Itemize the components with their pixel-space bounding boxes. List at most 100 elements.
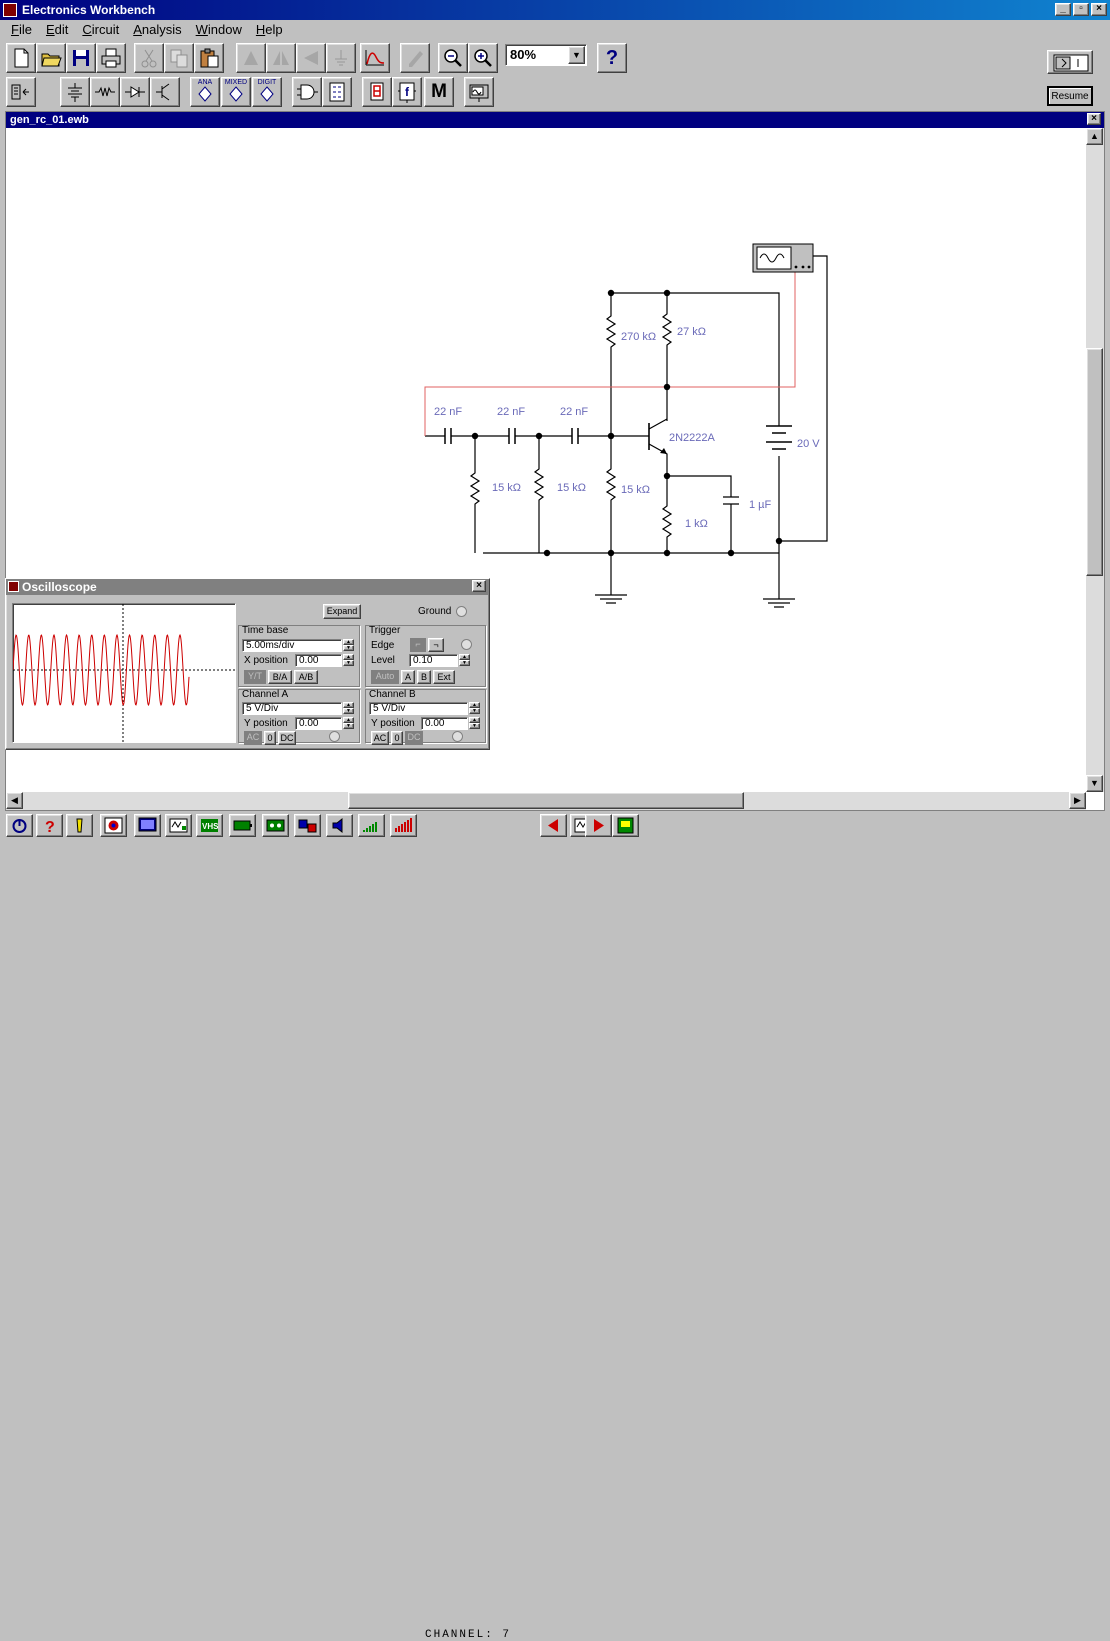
new-button[interactable] (6, 43, 36, 73)
previous-button[interactable] (540, 814, 567, 837)
screen-button[interactable] (134, 814, 161, 837)
channel-b-ypos-field[interactable]: 0.00 (421, 717, 468, 730)
speaker-button[interactable] (326, 814, 353, 837)
oscilloscope-titlebar[interactable]: Oscilloscope × (6, 579, 489, 595)
digital-button[interactable] (322, 77, 352, 107)
vhs-button[interactable]: VHS (196, 814, 223, 837)
paste-button[interactable] (194, 43, 224, 73)
power-button[interactable] (6, 814, 33, 837)
circuit-canvas[interactable]: 22 nF 22 nF 22 nF 15 kΩ 15 kΩ 15 kΩ 270 … (6, 128, 1084, 792)
rotate-button[interactable] (236, 43, 266, 73)
menu-window[interactable]: Window (195, 22, 242, 37)
scroll-down-button[interactable]: ▼ (1086, 775, 1103, 792)
chevron-down-icon[interactable]: ▼ (568, 46, 585, 64)
document-close-button[interactable]: × (1087, 113, 1101, 125)
horizontal-scrollbar[interactable]: ◀ ▶ (6, 792, 1086, 810)
channel-a-ypos-spinner[interactable]: ▲▼ (343, 717, 354, 730)
save-button[interactable] (66, 43, 96, 73)
battery-tool-button[interactable] (229, 814, 256, 837)
app-icon[interactable] (3, 3, 17, 17)
diodes-bin-button[interactable] (120, 77, 150, 107)
flip-vertical-button[interactable] (296, 43, 326, 73)
scroll-right-button[interactable]: ▶ (1069, 792, 1086, 809)
channel-a-ypos-field[interactable]: 0.00 (295, 717, 342, 730)
menu-circuit[interactable]: Circuit (82, 22, 120, 37)
channel-a-dc-button[interactable]: DC (278, 731, 296, 745)
timebase-field[interactable]: 5.00ms/div (242, 639, 342, 652)
create-subcircuit-button[interactable] (360, 43, 390, 73)
open-button[interactable] (36, 43, 66, 73)
app-titlebar[interactable]: Electronics Workbench _ ▫ × (0, 0, 1110, 20)
vertical-scrollbar[interactable]: ▲ ▼ (1086, 128, 1104, 792)
zoom-out-button[interactable] (438, 43, 468, 73)
scope-tool-button[interactable] (165, 814, 192, 837)
trigger-terminal[interactable] (461, 639, 472, 650)
channel-b-dc-button[interactable]: DC (405, 731, 423, 745)
record-button[interactable] (100, 814, 127, 837)
horizontal-scroll-thumb[interactable] (348, 792, 744, 809)
help-tool-button[interactable]: ? (36, 814, 63, 837)
flip-horizontal-button[interactable] (266, 43, 296, 73)
mixed-ics-button[interactable]: MIXED (221, 77, 251, 107)
level-meter-button[interactable] (358, 814, 385, 837)
copy-button[interactable] (164, 43, 194, 73)
rising-edge-button[interactable]: ⌐ (410, 638, 426, 652)
channel-b-scale-field[interactable]: 5 V/Div (369, 702, 468, 715)
resume-button[interactable]: Resume (1047, 86, 1093, 106)
channel-a-zero-button[interactable]: 0 (264, 731, 276, 745)
channel-b-terminal[interactable] (452, 731, 463, 742)
ab-mode-button[interactable]: A/B (294, 670, 318, 684)
menu-help[interactable]: Help (255, 22, 283, 37)
digital-ics-button[interactable]: DIGIT (252, 77, 282, 107)
tape-button[interactable] (262, 814, 289, 837)
miscellaneous-button[interactable]: M (424, 77, 454, 107)
bargraph-button[interactable] (390, 814, 417, 837)
network-button[interactable] (294, 814, 321, 837)
logic-gates-button[interactable] (292, 77, 322, 107)
channel-b-zero-button[interactable]: 0 (391, 731, 403, 745)
trigger-b-button[interactable]: B (417, 670, 431, 684)
controls-button[interactable]: f (392, 77, 422, 107)
component-properties-button[interactable] (326, 43, 356, 73)
xpos-field[interactable]: 0.00 (295, 654, 342, 667)
indicators-button[interactable] (362, 77, 392, 107)
next-button[interactable] (585, 814, 612, 837)
channel-b-scale-spinner[interactable]: ▲▼ (469, 702, 480, 715)
scroll-left-button[interactable]: ◀ (6, 792, 23, 809)
level-field[interactable]: 0.10 (409, 654, 458, 667)
power-switch[interactable] (1047, 50, 1093, 74)
meter-button[interactable] (612, 814, 639, 837)
yt-mode-button[interactable]: Y/T (244, 670, 266, 684)
pencil-button[interactable] (400, 43, 430, 73)
trigger-auto-button[interactable]: Auto (371, 670, 399, 684)
basic-bin-button[interactable] (90, 77, 120, 107)
ba-mode-button[interactable]: B/A (268, 670, 292, 684)
timebase-spinner[interactable]: ▲▼ (343, 639, 354, 652)
falling-edge-button[interactable]: ¬ (428, 638, 444, 652)
favorites-button[interactable] (6, 77, 36, 107)
close-button[interactable]: × (1091, 3, 1107, 16)
zoom-select[interactable]: 80% ▼ (505, 44, 587, 66)
channel-a-scale-field[interactable]: 5 V/Div (242, 702, 342, 715)
level-spinner[interactable]: ▲▼ (459, 654, 470, 667)
menu-edit[interactable]: Edit (45, 22, 69, 37)
hint-button[interactable] (66, 814, 93, 837)
print-button[interactable] (96, 43, 126, 73)
analog-ics-button[interactable]: ANA (190, 77, 220, 107)
channel-a-ac-button[interactable]: AC (244, 731, 262, 745)
oscilloscope-close-button[interactable]: × (472, 580, 486, 592)
oscilloscope-instrument-icon[interactable] (752, 243, 814, 273)
vertical-scroll-thumb[interactable] (1086, 348, 1103, 576)
transistors-bin-button[interactable] (150, 77, 180, 107)
document-titlebar[interactable]: gen_rc_01.ewb × (6, 112, 1104, 128)
instruments-button[interactable] (464, 77, 494, 107)
channel-b-ac-button[interactable]: AC (371, 731, 389, 745)
expand-button[interactable]: Expand (323, 604, 361, 619)
zoom-in-button[interactable] (468, 43, 498, 73)
help-button[interactable]: ? (597, 43, 627, 73)
trigger-ext-button[interactable]: Ext (433, 670, 455, 684)
sources-bin-button[interactable] (60, 77, 90, 107)
cut-button[interactable] (134, 43, 164, 73)
channel-a-scale-spinner[interactable]: ▲▼ (343, 702, 354, 715)
trigger-a-button[interactable]: A (401, 670, 415, 684)
